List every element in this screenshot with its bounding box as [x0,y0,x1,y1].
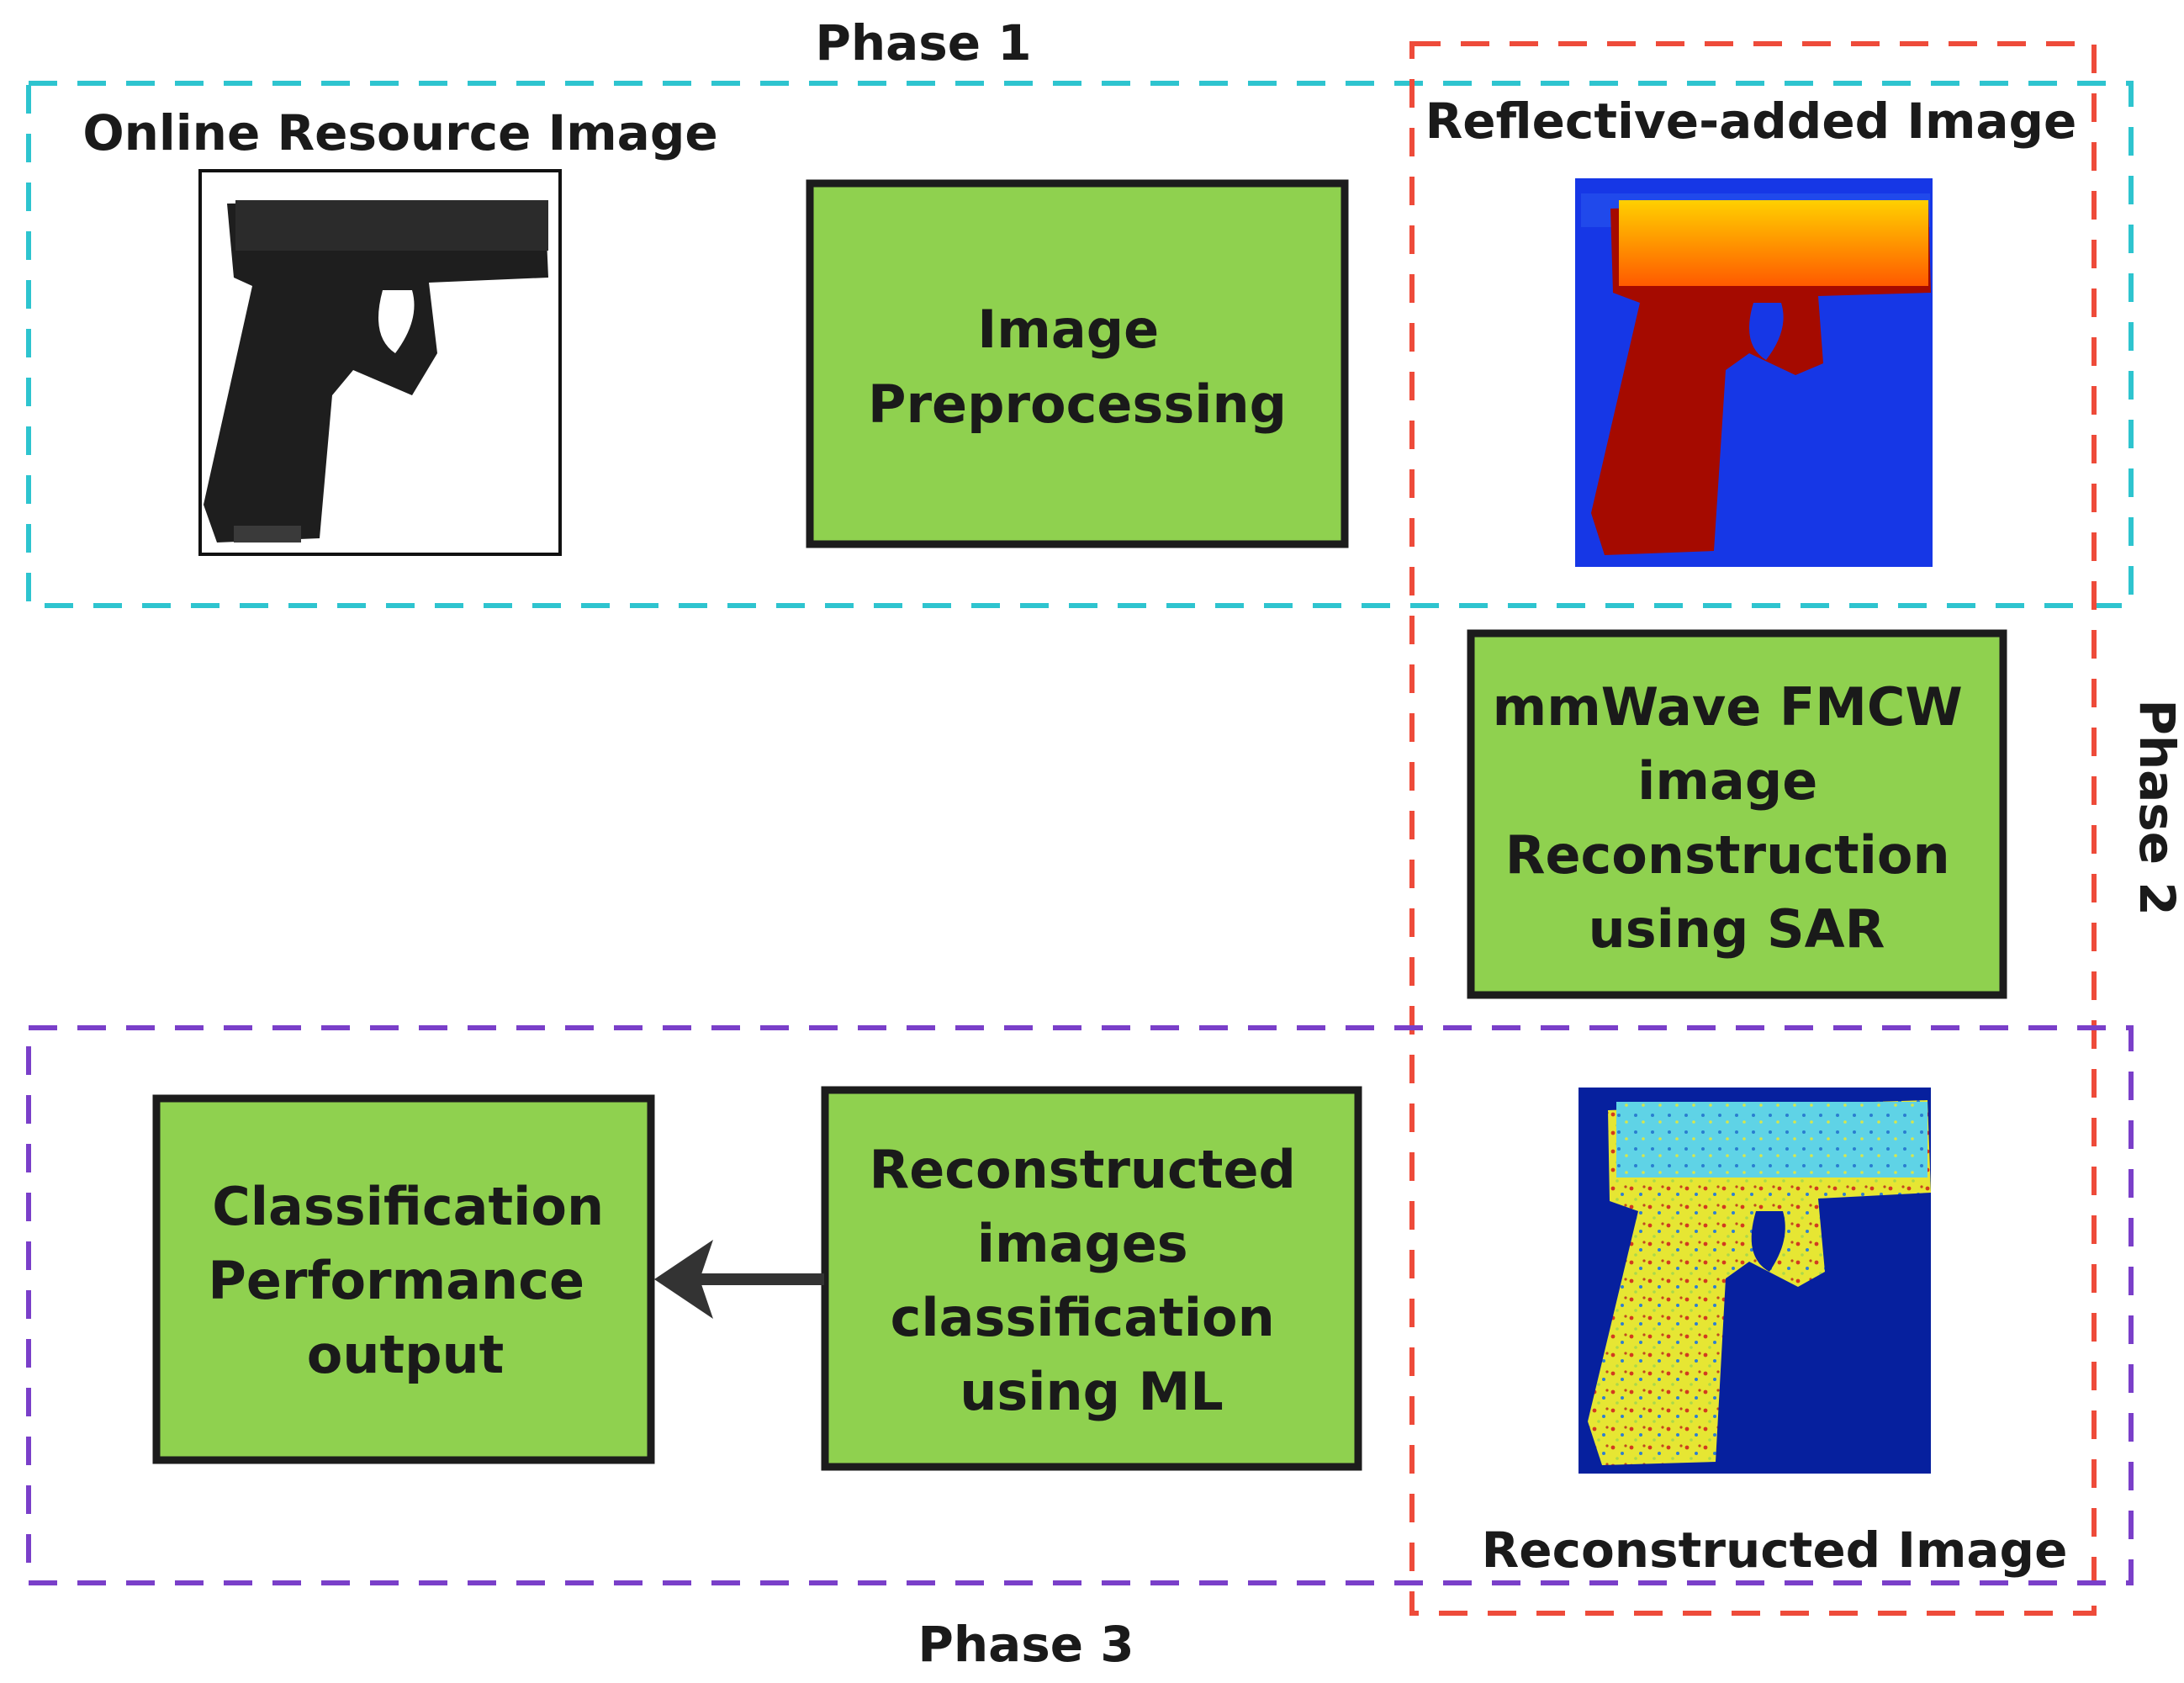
pistol-photo-icon [198,169,562,556]
ml-classification-box: Reconstructed images classification usin… [821,1086,1362,1471]
performance-line-1: Classification [212,1176,604,1237]
phase1-region [26,81,2134,608]
fmcw-line-4: using SAR [1589,898,1885,960]
phase1-label: Phase 1 [815,14,1031,71]
preprocessing-line-1: Image [977,299,1159,360]
performance-output-box: Classification Performance output [152,1094,655,1464]
preprocessing-line-2: Preprocessing [868,373,1287,435]
svg-text:Classification Performan: Classification Performance output [208,1176,621,1385]
phase3-region [26,1025,2134,1585]
fmcw-reconstruction-box: mmWave FMCW image Reconstruction using S… [1467,629,2007,999]
fmcw-line-3: Reconstruction [1505,824,1950,886]
ml-line-2: images [977,1213,1188,1274]
pistol-heatmap-icon [1575,178,1933,567]
reflective-added-caption: Reflective-added Image [1425,93,2077,150]
phase2-region [1409,41,2097,1616]
fmcw-line-2: image [1637,750,1817,812]
ml-line-1: Reconstructed [870,1139,1296,1200]
svg-text:mmWave FMCW image: mmWave FMCW image Reconstruction using S… [1493,676,1981,960]
pistol-reconstructed-heatmap-icon [1579,1088,1931,1474]
image-preprocessing-box: Image Preprocessing [806,179,1349,548]
arrow-to-performance [654,1240,824,1319]
reconstructed-caption: Reconstructed Image [1482,1522,2068,1579]
ml-line-3: classification [891,1287,1275,1348]
svg-text:Reconstructed images: Reconstructed images classification usin… [870,1139,1314,1422]
svg-text:Image Preprocessing: Image Preprocessing [868,299,1287,435]
ml-line-4: using ML [960,1361,1224,1422]
online-resource-caption: Online Resource Image [82,104,717,161]
phase2-label: Phase 2 [2128,699,2184,915]
performance-line-2: Performance [208,1250,584,1311]
phase3-label: Phase 3 [917,1616,1134,1673]
fmcw-line-1: mmWave FMCW [1493,676,1963,738]
performance-line-3: output [307,1324,505,1385]
